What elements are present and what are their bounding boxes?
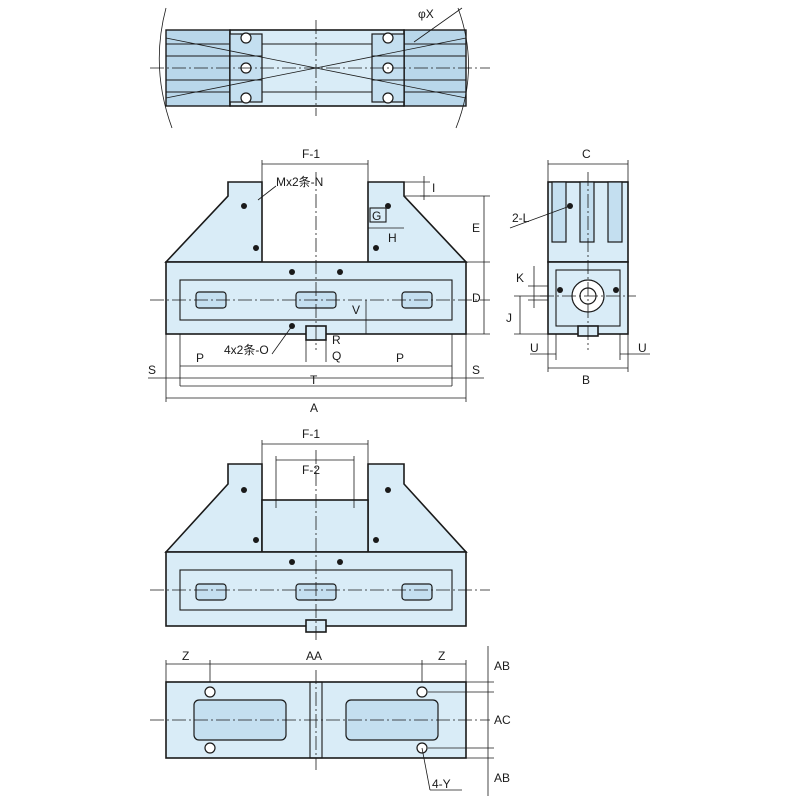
alt-left-jaw bbox=[164, 463, 263, 553]
label-q: Q bbox=[332, 349, 341, 363]
top-bolt-1 bbox=[240, 32, 252, 44]
label-g: G bbox=[372, 209, 381, 223]
label-ab-bottom: AB bbox=[494, 771, 510, 785]
label-e: E bbox=[472, 221, 480, 235]
label-f1-bottom: F-1 bbox=[302, 427, 320, 441]
label-j: J bbox=[506, 311, 512, 325]
label-y: 4-Y bbox=[432, 777, 451, 791]
label-u-left: U bbox=[530, 341, 539, 355]
label-h: H bbox=[388, 231, 397, 245]
label-phi-x: φX bbox=[418, 7, 434, 21]
front-view: F-1 Mx2条-N I G H E D V R 4x2条-O Q bbox=[148, 147, 490, 415]
top-view: φX bbox=[150, 7, 490, 129]
side-view: C 2-L K J U U B bbox=[506, 147, 650, 387]
front-left-jaw bbox=[164, 181, 263, 263]
label-d: D bbox=[472, 291, 481, 305]
alt-right-jaw bbox=[367, 463, 468, 553]
label-c: C bbox=[582, 147, 591, 161]
label-s-left: S bbox=[148, 363, 156, 377]
label-v: V bbox=[352, 303, 360, 317]
label-f1-top: F-1 bbox=[302, 147, 320, 161]
label-ac: AC bbox=[494, 713, 511, 727]
label-i: I bbox=[432, 181, 435, 195]
label-a: A bbox=[310, 401, 318, 415]
label-z-left: Z bbox=[182, 649, 189, 663]
label-k: K bbox=[516, 271, 524, 285]
label-p-right: P bbox=[396, 351, 404, 365]
label-ab-top: AB bbox=[494, 659, 510, 673]
top-bolt-4 bbox=[382, 32, 394, 44]
label-p-left: P bbox=[196, 351, 204, 365]
top-right-rod-end bbox=[403, 29, 467, 107]
label-l: 2-L bbox=[512, 211, 530, 225]
label-z-right: Z bbox=[438, 649, 445, 663]
bottom-view: Z AA Z AB AC AB 4-Y bbox=[150, 646, 511, 796]
label-m-n: Mx2条-N bbox=[276, 175, 323, 189]
top-bolt-6 bbox=[382, 92, 394, 104]
label-u-right: U bbox=[638, 341, 647, 355]
top-bolt-3 bbox=[240, 92, 252, 104]
label-s-right: S bbox=[472, 363, 480, 377]
label-r: R bbox=[332, 333, 341, 347]
label-t: T bbox=[310, 373, 318, 387]
label-b: B bbox=[582, 373, 590, 387]
label-aa: AA bbox=[306, 649, 322, 663]
label-f2: F-2 bbox=[302, 463, 320, 477]
label-o: 4x2条-O bbox=[224, 343, 269, 357]
front-view-alt: F-1 F-2 bbox=[150, 427, 490, 640]
